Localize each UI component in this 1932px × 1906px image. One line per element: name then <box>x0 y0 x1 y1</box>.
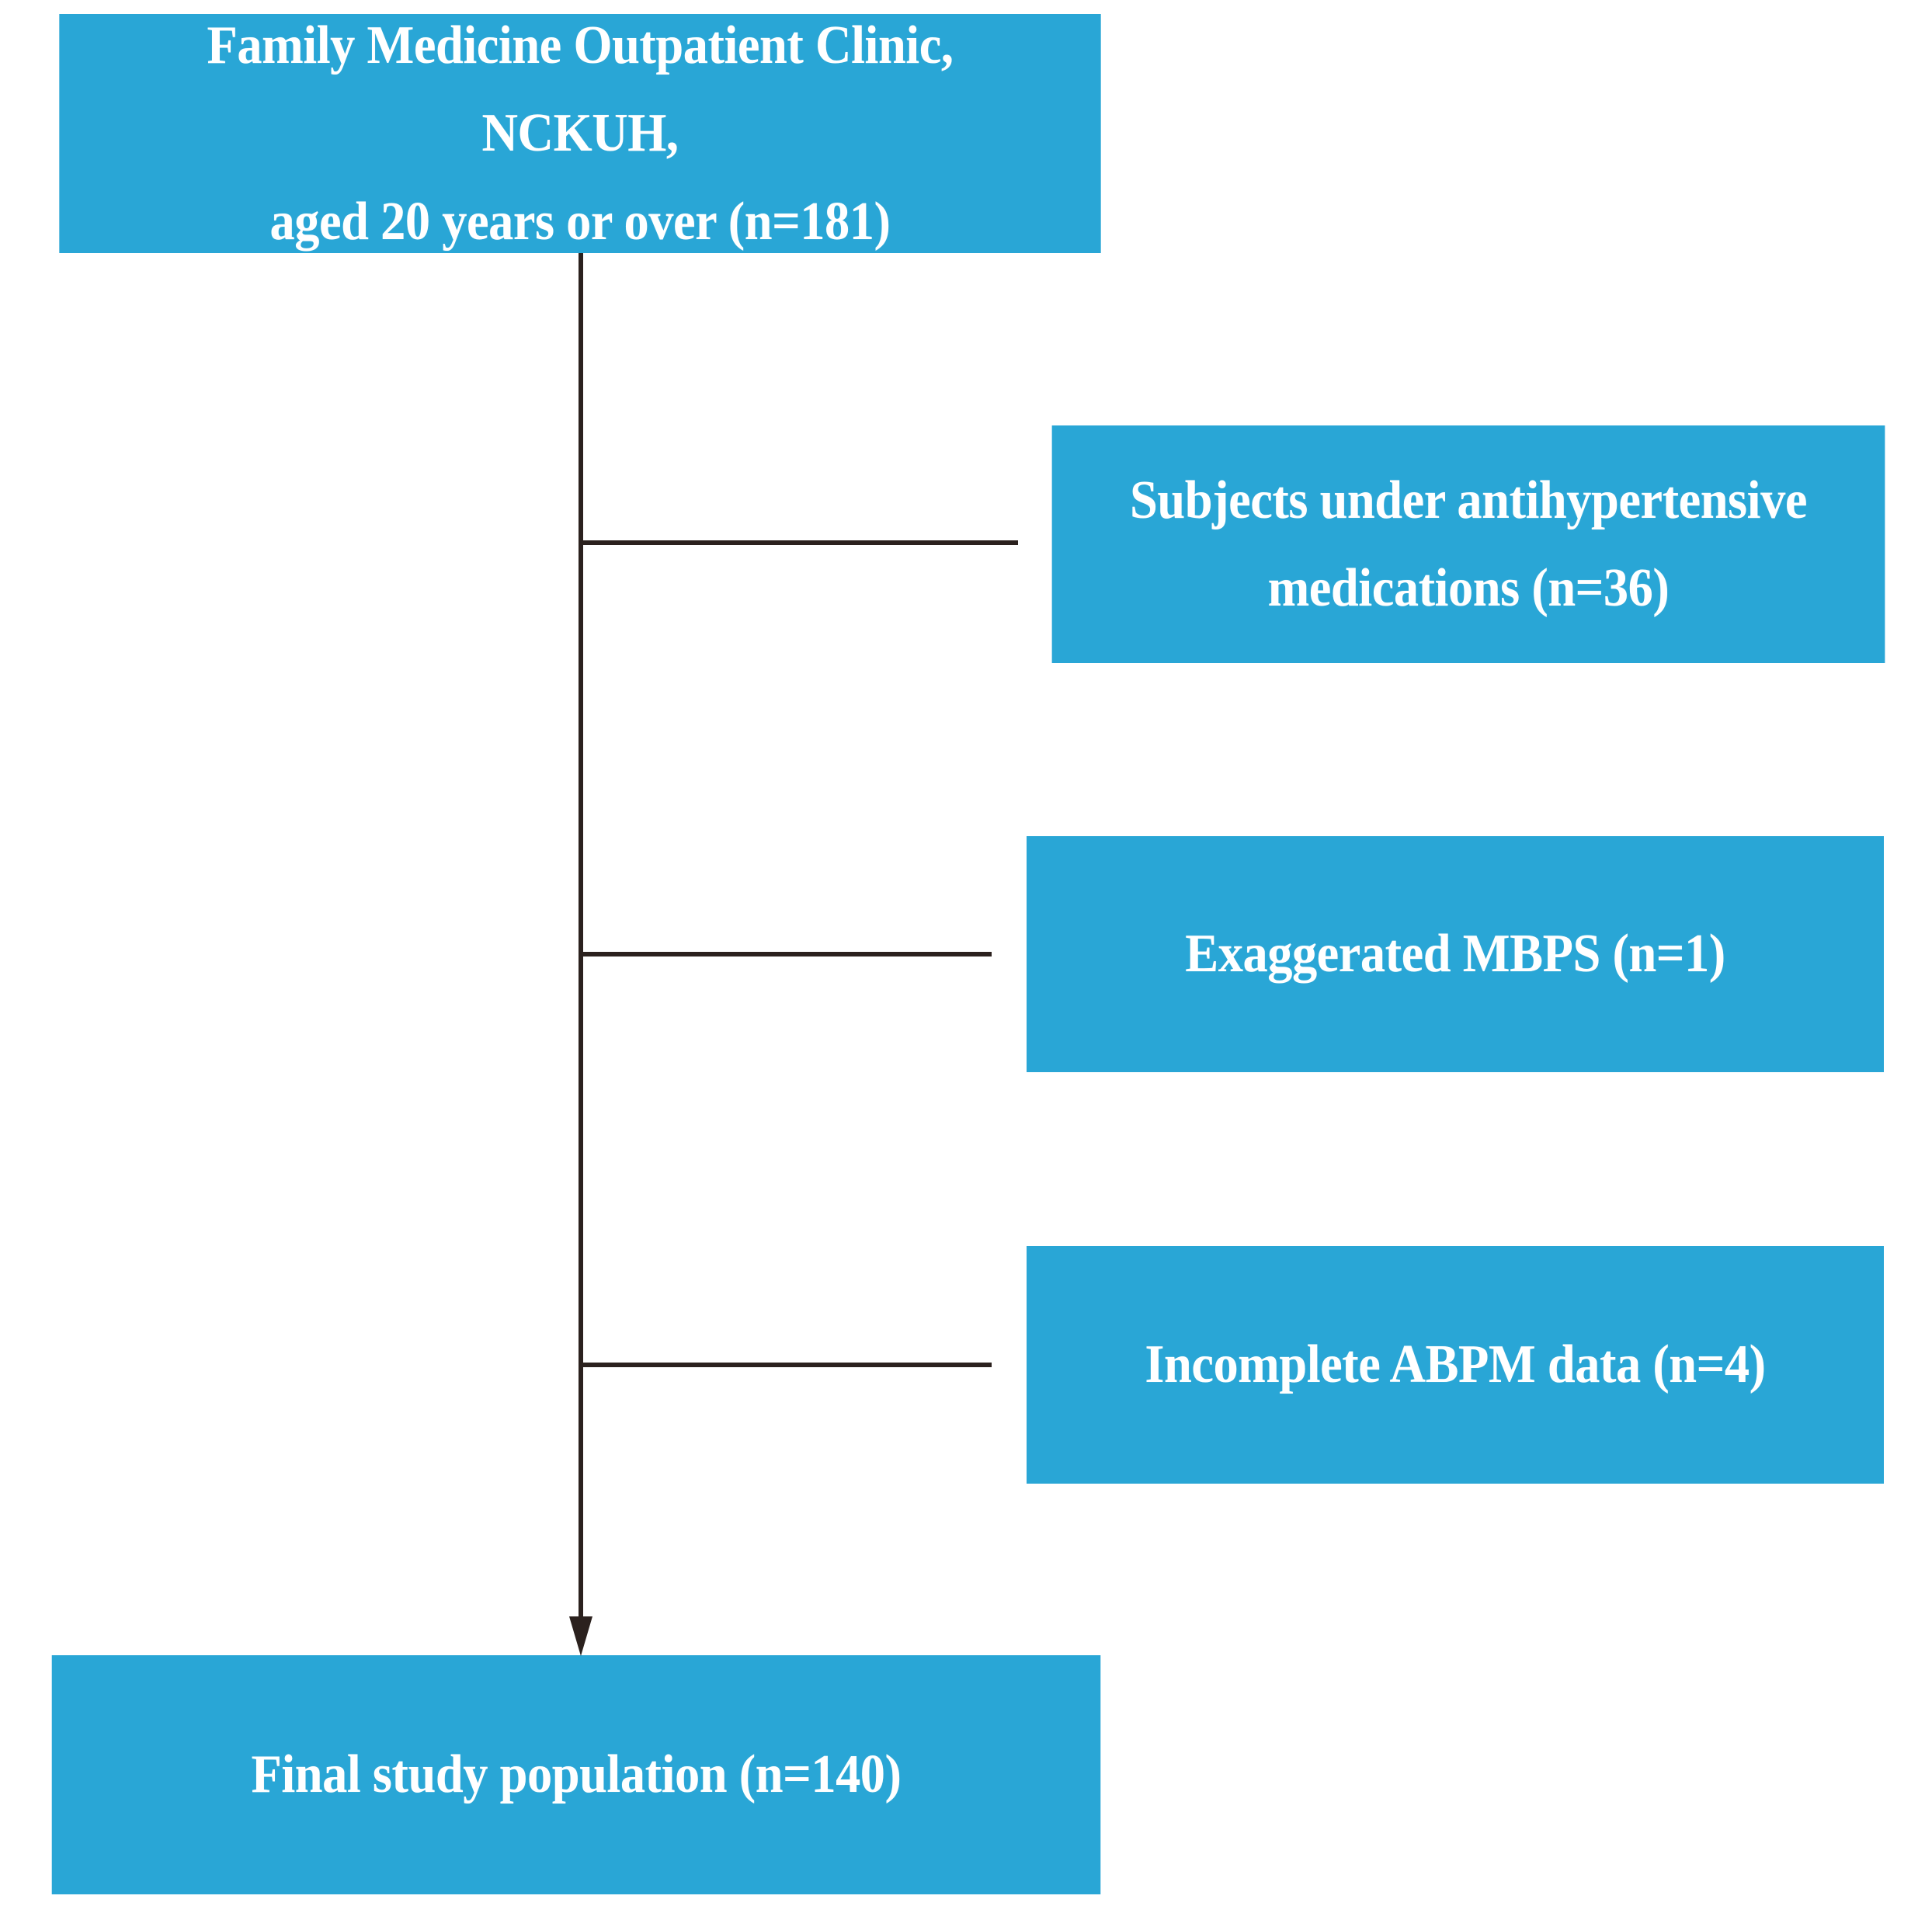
flow-node-exclusion-antihypertensive-label: Subjects under antihypertensive medicatio… <box>1052 457 1885 633</box>
flow-node-exclusion-incomplete-abpm: Incomplete ABPM data (n=4) <box>1027 1246 1884 1484</box>
flow-connector-branch-antihypertensive <box>579 540 1018 545</box>
flow-node-final-population: Final study population (n=140) <box>51 1655 1101 1894</box>
flow-node-source: Family Medicine Outpatient Clinic, NCKUH… <box>59 14 1101 253</box>
flow-node-source-line2: aged 20 years or over (n=181) <box>269 191 891 252</box>
flow-node-source-label: Family Medicine Outpatient Clinic, NCKUH… <box>59 2 1100 266</box>
flow-node-exclusion-antihypertensive: Subjects under antihypertensive medicatio… <box>1051 425 1885 663</box>
flow-node-exclusion-0-line1: Subjects under antihypertensive <box>1130 470 1807 530</box>
flow-node-final-population-label: Final study population (n=140) <box>251 1745 902 1805</box>
flow-node-exclusion-0-line2: medications (n=36) <box>1267 558 1670 618</box>
flow-node-exclusion-exaggerated-mbps-label: Exaggerated MBPS (n=1) <box>1185 924 1725 984</box>
flow-node-exclusion-incomplete-abpm-label: Incomplete ABPM data (n=4) <box>1145 1335 1766 1395</box>
flow-connector-branch-incomplete-abpm <box>579 1363 992 1367</box>
flow-arrowhead-icon <box>569 1616 592 1656</box>
flow-connector-trunk <box>579 253 583 1617</box>
flow-connector-branch-exaggerated-mbps <box>579 952 992 956</box>
flow-node-source-line1: Family Medicine Outpatient Clinic, NCKUH… <box>207 15 954 164</box>
flow-node-exclusion-exaggerated-mbps: Exaggerated MBPS (n=1) <box>1027 836 1884 1072</box>
